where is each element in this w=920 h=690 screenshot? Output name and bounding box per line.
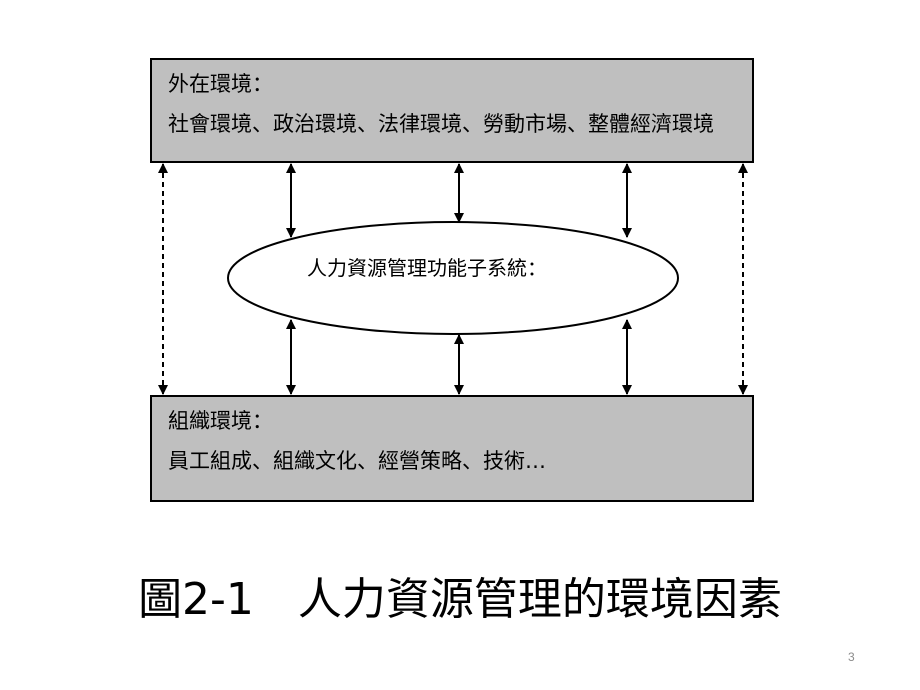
- slide-number: 3: [848, 650, 855, 664]
- organization-environment-title: 組織環境：: [168, 409, 273, 433]
- external-environment-box: 外在環境： 社會環境、政治環境、法律環境、勞動市場、整體經濟環境: [150, 58, 754, 163]
- external-environment-title: 外在環境：: [168, 72, 273, 96]
- hr-subsystem-ellipse: [227, 221, 679, 335]
- organization-environment-box: 組織環境： 員工組成、組織文化、經營策略、技術…: [150, 395, 754, 502]
- hr-subsystem-label: 人力資源管理功能子系統：: [307, 256, 547, 280]
- organization-environment-items: 員工組成、組織文化、經營策略、技術…: [168, 449, 546, 473]
- figure-caption: 圖2-1 人力資源管理的環境因素: [138, 574, 782, 625]
- external-environment-items: 社會環境、政治環境、法律環境、勞動市場、整體經濟環境: [168, 112, 714, 136]
